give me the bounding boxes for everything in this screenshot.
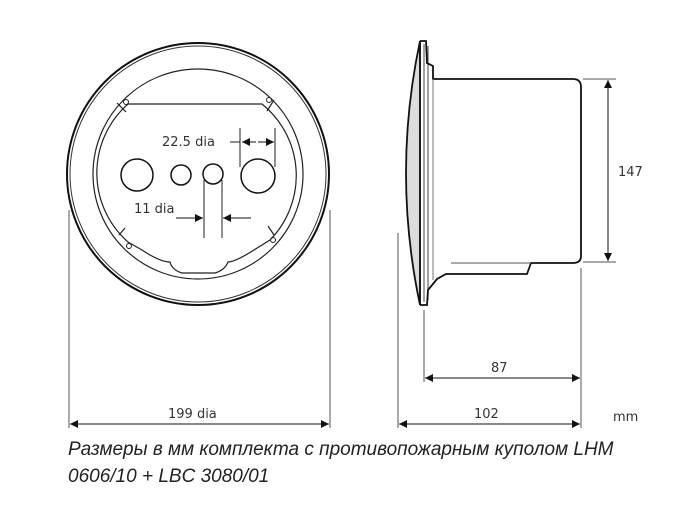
dimension-drawing: 22.5 dia 11 dia 199 dia 147 87 xyxy=(66,40,643,428)
screw-hole-icon xyxy=(126,243,132,249)
depth-body-label: 87 xyxy=(491,361,508,376)
small-hole-label: 11 dia xyxy=(134,202,175,217)
cable-hole-large xyxy=(240,158,276,194)
screw-hole-icon xyxy=(270,237,276,243)
front-view: 22.5 dia 11 dia 199 dia xyxy=(66,42,331,428)
caption-line-1: Размеры в мм комплекта с противопожарным… xyxy=(68,439,614,460)
cable-hole-small xyxy=(202,163,224,185)
units-label: mm xyxy=(613,410,638,425)
depth-total-label: 102 xyxy=(474,407,499,422)
large-hole-label: 22.5 dia xyxy=(162,135,215,150)
screw-hole-icon xyxy=(266,97,272,103)
cable-hole-small xyxy=(170,164,192,186)
height-label: 147 xyxy=(618,165,643,180)
caption-line-2: 0606/10 + LBC 3080/01 xyxy=(68,466,270,487)
outer-diameter-label: 199 dia xyxy=(168,407,217,422)
side-view: 147 87 102 mm xyxy=(397,40,643,428)
figure-caption: Размеры в мм комплекта с противопожарным… xyxy=(68,436,668,490)
cable-hole-large xyxy=(120,158,154,192)
screw-hole-icon xyxy=(123,99,129,105)
